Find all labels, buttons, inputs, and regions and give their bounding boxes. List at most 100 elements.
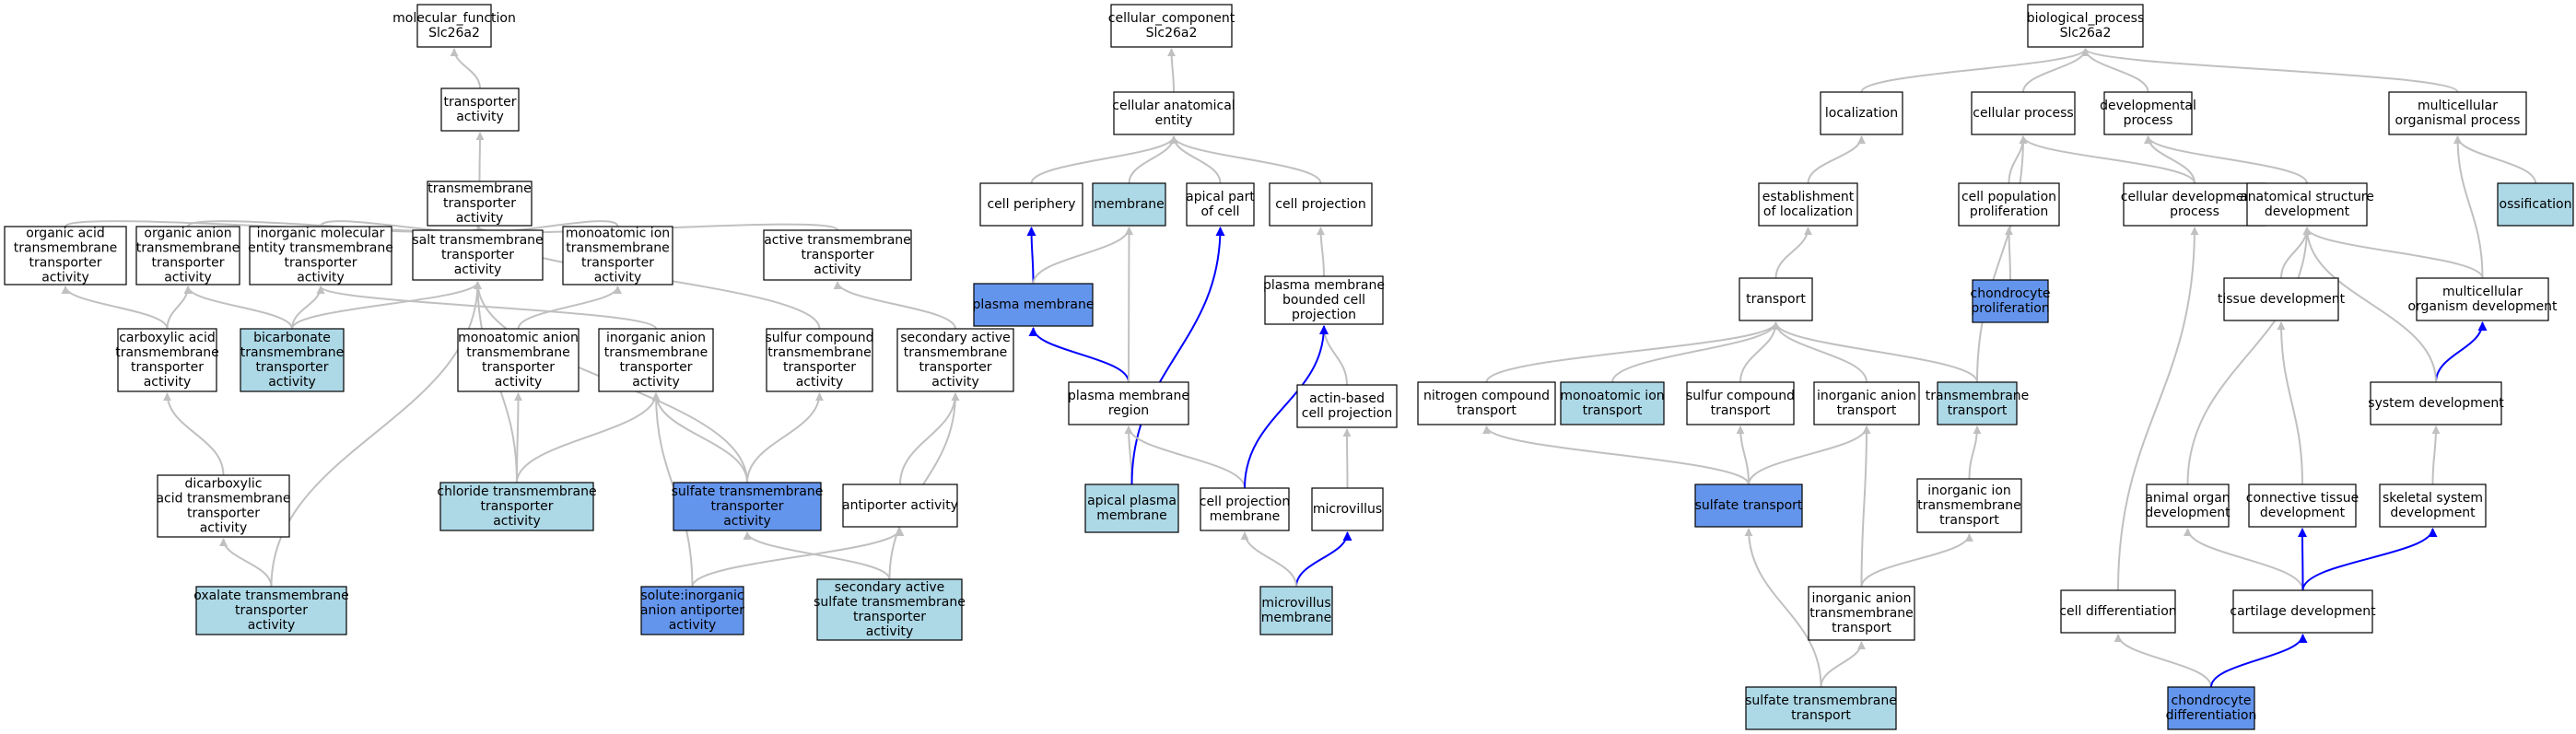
node-label-line: transmembrane bbox=[427, 181, 532, 196]
node-chloride-tta[interactable]: chloride transmembranetransporteractivit… bbox=[437, 482, 597, 531]
node-label-line: proliferation bbox=[1970, 204, 2048, 219]
node-monoatomic-ion-tta[interactable]: monoatomic iontransmembranetransporterac… bbox=[562, 226, 673, 285]
node-label-line: organismal process bbox=[2395, 113, 2521, 128]
node-label-line: region bbox=[1108, 403, 1149, 418]
node-label-line: establishment bbox=[1762, 190, 1855, 204]
node-label-line: membrane bbox=[1094, 197, 1165, 212]
edge-establishment_of_localization-to-localization bbox=[1807, 135, 1866, 184]
edge-monoatomic_ion_transport-to-transport bbox=[1611, 321, 1780, 383]
node-membrane[interactable]: membrane bbox=[1092, 182, 1166, 227]
node-secondary-active-tta[interactable]: secondary activetransmembranetransporter… bbox=[896, 328, 1014, 392]
node-antiporter-activity[interactable]: antiporter activity bbox=[842, 484, 958, 528]
node-box bbox=[842, 484, 958, 528]
node-box bbox=[1739, 277, 1813, 321]
node-label-line: membrane bbox=[1210, 509, 1281, 524]
node-transport[interactable]: transport bbox=[1739, 277, 1813, 321]
node-organic-acid-tta[interactable]: organic acidtransmembranetransporteracti… bbox=[4, 226, 127, 285]
node-localization[interactable]: localization bbox=[1820, 91, 1903, 135]
node-label-line: microvillus bbox=[1313, 502, 1382, 517]
node-inorganic-anion-tta[interactable]: inorganic aniontransmembranetransportera… bbox=[598, 328, 714, 392]
node-ossification[interactable]: ossification bbox=[2497, 182, 2574, 227]
node-box bbox=[2416, 277, 2549, 321]
node-cell-periphery[interactable]: cell periphery bbox=[979, 182, 1083, 227]
edge-transporter_activity-to-mf_root bbox=[450, 48, 481, 89]
node-box bbox=[598, 328, 714, 392]
node-label-line: activity bbox=[594, 271, 642, 285]
node-label-line: transmembrane bbox=[466, 345, 570, 360]
node-organic-anion-tta[interactable]: organic aniontransmembranetransporteract… bbox=[135, 226, 240, 285]
node-box bbox=[457, 328, 580, 392]
node-cellular-process[interactable]: cellular process bbox=[1971, 91, 2076, 135]
node-label-line: activity bbox=[796, 375, 844, 390]
node-label-line: membrane bbox=[1261, 611, 1332, 625]
node-cell-differentiation[interactable]: cell differentiation bbox=[2059, 589, 2177, 634]
node-carboxylic-acid-tta[interactable]: carboxylic acidtransmembranetransportera… bbox=[115, 328, 219, 392]
node-label-line: of localization bbox=[1763, 204, 1853, 219]
node-layer: molecular_functionSlc26a2transporteracti… bbox=[4, 4, 2574, 730]
node-sulfur-compound-tta[interactable]: sulfur compoundtransmembranetransportera… bbox=[765, 328, 874, 392]
node-monoatomic-anion-tta[interactable]: monoatomic aniontransmembranetransporter… bbox=[457, 328, 580, 392]
node-tissue-development[interactable]: tissue development bbox=[2218, 277, 2346, 321]
node-cell-projection[interactable]: cell projection bbox=[1269, 182, 1373, 227]
node-box bbox=[1259, 586, 1333, 635]
node-microvillus[interactable]: microvillus bbox=[1311, 487, 1384, 531]
node-label-line: transmembrane bbox=[767, 345, 872, 360]
node-label-line: activity bbox=[200, 521, 248, 536]
node-label-line: transporter bbox=[581, 256, 654, 271]
node-label-line: organic anion bbox=[144, 227, 231, 241]
node-box bbox=[427, 181, 533, 227]
node-system-development[interactable]: system development bbox=[2368, 381, 2504, 425]
node-bicarbonate-tta[interactable]: bicarbonatetransmembranetransporteractiv… bbox=[240, 328, 345, 392]
node-cartilage-development[interactable]: cartilage development bbox=[2230, 589, 2376, 634]
edge-cell_projection_membrane-to-pm_bounded_cell_projection bbox=[1244, 325, 1329, 489]
node-label-line: activity bbox=[456, 110, 504, 124]
node-box bbox=[249, 226, 392, 285]
node-label-line: activity bbox=[931, 375, 979, 390]
node-label-line: bicarbonate bbox=[253, 331, 331, 345]
node-label-line: chloride transmembrane bbox=[437, 484, 596, 499]
node-sulfate-transport[interactable]: sulfate transport bbox=[1694, 484, 1803, 528]
node-plasma-membrane[interactable]: plasma membrane bbox=[973, 283, 1095, 327]
